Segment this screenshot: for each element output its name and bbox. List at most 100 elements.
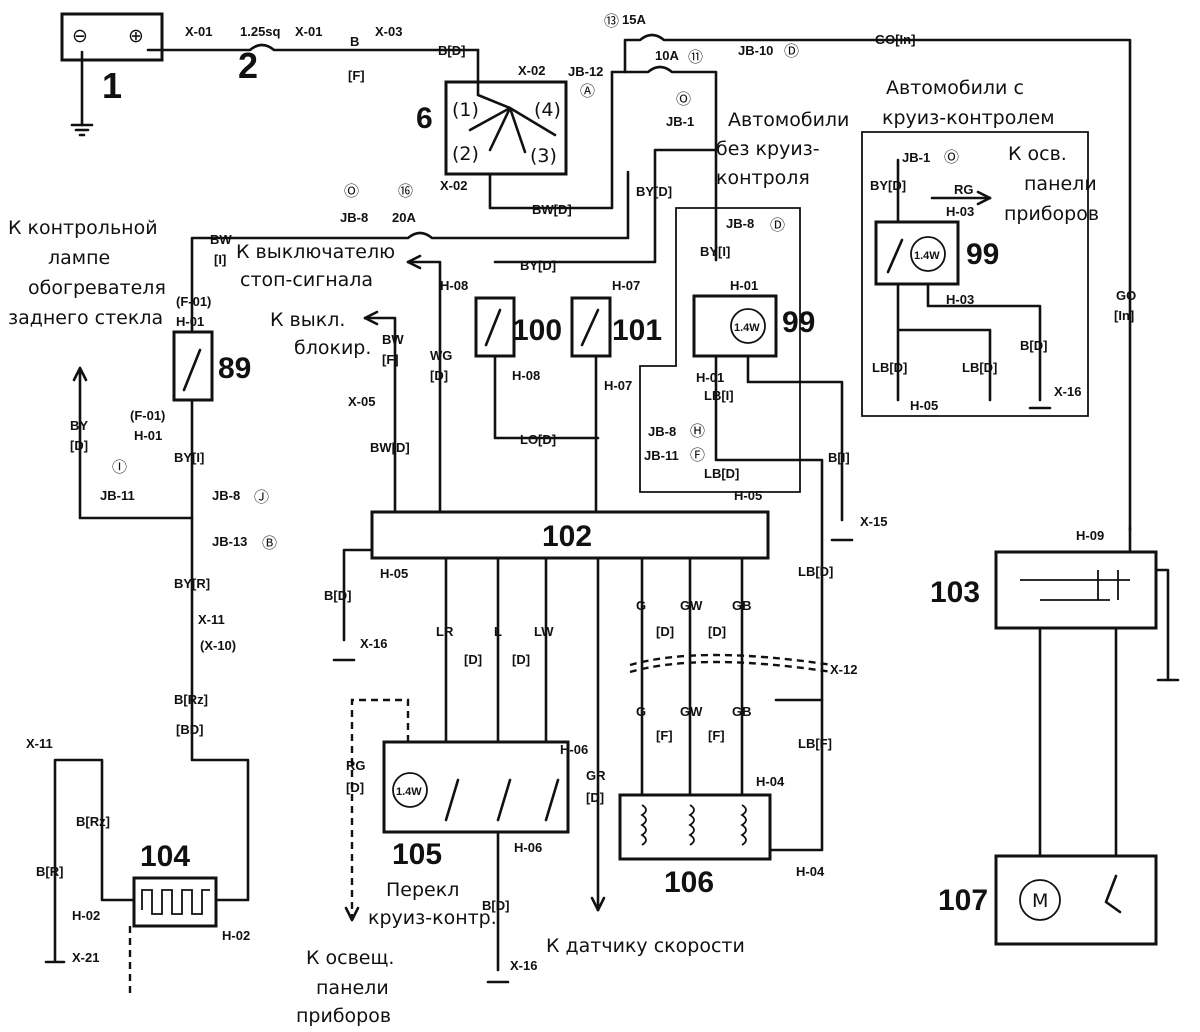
wire-g: G [636, 598, 646, 613]
wire-jb12c: Ⓐ [580, 82, 595, 100]
wire-jb8: JB-8 [340, 210, 368, 225]
wire-l: L [494, 624, 502, 639]
ign-term-1: (1) [452, 99, 479, 121]
note-switch-a: Перекл [386, 879, 459, 901]
wire-bw-d2: BW[D] [370, 440, 410, 455]
label-103: 103 [930, 576, 980, 609]
wire-h03b: H-03 [946, 292, 974, 307]
wire-gr: GR [586, 768, 606, 783]
note-cruise-b: круиз-контролем [882, 107, 1055, 129]
jb8-circ: Ⓞ [344, 182, 359, 200]
fuse-10a: 10A [655, 48, 679, 63]
wire-h01d: H-01 [696, 370, 724, 385]
wire-f1: [F] [656, 728, 673, 743]
wire-f2: [F] [708, 728, 725, 743]
wire-by-d1: BY[D] [636, 184, 672, 199]
rear-heater-104 [132, 876, 218, 928]
wire-by-d2: BY[D] [520, 258, 556, 273]
wire-h03: H-03 [946, 204, 974, 219]
relay-103 [994, 550, 1158, 630]
wire-b-i: B[I] [828, 450, 850, 465]
wire-b-d5: B[D] [1020, 338, 1047, 353]
motor-symbol: M [1032, 890, 1048, 912]
note-nocruise-c: контроля [716, 167, 810, 189]
wire-f01b: (F-01) [130, 408, 165, 423]
lamp-99b: 1.4W [914, 250, 940, 262]
ign-x02b: X-02 [440, 178, 467, 193]
wire-x10: (X-10) [200, 638, 236, 653]
ign-x02a: X-02 [518, 63, 545, 78]
ign-term-3: (3) [530, 145, 557, 167]
note-stop-a: К выключателю [236, 241, 395, 263]
wire-h09: H-09 [1076, 528, 1104, 543]
wire-lb-i: LB[I] [704, 388, 734, 403]
wire-lb-f: LB[F] [798, 736, 832, 751]
wire-g2: G [636, 704, 646, 719]
wire-h04: H-04 [756, 774, 785, 789]
note-switch-b: круиз-контр. [368, 907, 497, 929]
fuse10-no: ⑪ [688, 48, 703, 66]
wire-lb-d: LB[D] [704, 466, 739, 481]
wire-x01a: X-01 [185, 24, 212, 39]
wire-wg: WG [430, 348, 452, 363]
wire-b-rz2: B[Rz] [76, 814, 110, 829]
wire-by-i: BY[I] [700, 244, 730, 259]
wire-h02: H-02 [72, 908, 100, 923]
wire-d3: [D] [656, 624, 674, 639]
wire-h01: H-01 [176, 314, 204, 329]
ign-term-2: (2) [452, 143, 479, 165]
label-101: 101 [612, 314, 662, 347]
wire-jb10: JB-10 [738, 43, 773, 58]
wire-d1: [D] [464, 652, 482, 667]
wire-by-side: BY [70, 418, 88, 433]
label-100: 100 [512, 314, 562, 347]
wire-by-side2: [D] [70, 438, 88, 453]
wire-x11: X-11 [198, 612, 225, 627]
wire-b-rz: B[Rz] [174, 692, 208, 707]
relay-99-no-cruise [692, 294, 778, 358]
wire-h08b: H-08 [512, 368, 540, 383]
wire-bd: B[D] [438, 43, 465, 58]
label-106: 106 [664, 866, 714, 899]
wire-jb12: JB-12 [568, 64, 603, 79]
wire-h04b: H-04 [796, 864, 825, 879]
wire-h07b: H-07 [604, 378, 632, 393]
wire-jb11f: JB-11 [644, 448, 679, 463]
wire-b-d4: B[D] [482, 898, 509, 913]
wire-go-in: GO[In] [875, 32, 915, 47]
ign-term-4: (4) [534, 99, 561, 121]
label-99a: 99 [782, 306, 815, 339]
wire-gr2: [D] [586, 790, 604, 805]
wire-x03: X-03 [375, 24, 402, 39]
note-speed: К датчику скорости [546, 935, 745, 957]
wire-jb13: JB-13 [212, 534, 247, 549]
battery [60, 12, 164, 62]
wire-gb: GB [732, 598, 752, 613]
wire-h08: H-08 [440, 278, 468, 293]
wire-h02b: H-02 [222, 928, 250, 943]
wire-h07: H-07 [612, 278, 640, 293]
wire-d4: [D] [708, 624, 726, 639]
wire-jb11: JB-11 [100, 488, 135, 503]
wire-b-d3: B[D] [324, 588, 351, 603]
label-104: 104 [140, 840, 190, 873]
wire-rg: RG [346, 758, 366, 773]
fuse20-no: ⑯ [398, 182, 413, 200]
wire-go: GO [1116, 288, 1136, 303]
wire-x11b: X-11 [26, 736, 53, 751]
wire-bw-f2: [F] [382, 352, 399, 367]
note-illum-b: панели [316, 977, 389, 999]
wire-x01b: X-01 [295, 24, 322, 39]
wire-by-i2: BY[I] [174, 450, 204, 465]
wire-lb-d3: LB[D] [872, 360, 907, 375]
lamp-99a: 1.4W [734, 322, 760, 334]
wire-bw-d: BW[D] [532, 202, 572, 217]
note-panel-c: приборов [1004, 203, 1099, 225]
wire-jb8d: JB-8 [726, 216, 754, 231]
wire-d2: [D] [512, 652, 530, 667]
note-illum-c: приборов [296, 1005, 391, 1027]
note-block-b: блокир. [294, 337, 371, 359]
wire-gb2: GB [732, 704, 752, 719]
wire-jb11fc: Ⓕ [690, 446, 705, 464]
